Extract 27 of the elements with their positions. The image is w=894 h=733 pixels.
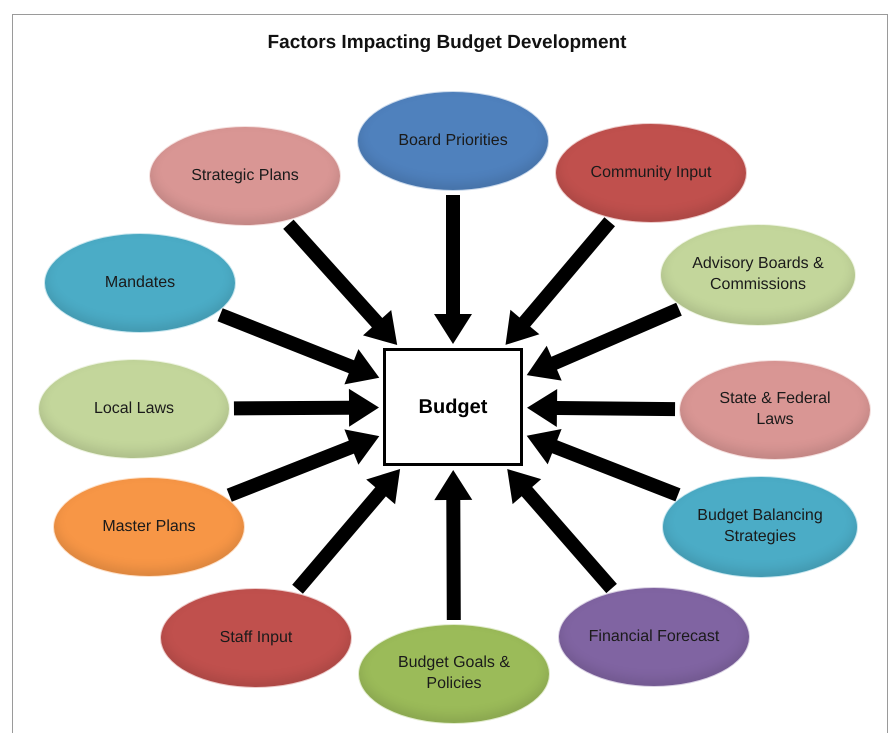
arrow — [527, 389, 676, 427]
node-label: Strategic Plans — [191, 166, 299, 186]
arrow — [526, 302, 682, 381]
node-label: State & Federal Laws — [718, 389, 832, 430]
node-label: Financial Forecast — [588, 626, 720, 647]
diagram-title: Factors Impacting Budget Development — [266, 32, 628, 54]
node-label: Staff Input — [220, 628, 292, 648]
node-label: Master Plans — [102, 516, 196, 537]
center-box — [383, 348, 523, 466]
node-label: Mandates — [104, 272, 176, 293]
arrow — [234, 388, 379, 427]
arrow — [218, 308, 380, 384]
node-label: Local Laws — [94, 398, 174, 419]
node-label: Advisory Boards & Commissions — [691, 254, 825, 295]
arrow — [226, 429, 380, 502]
arrow — [434, 470, 472, 620]
arrow — [506, 217, 615, 345]
arrow — [507, 469, 617, 594]
node-label: Budget — [418, 396, 488, 418]
node-label: Board Priorities — [398, 130, 508, 151]
arrow — [526, 429, 680, 502]
node-label: Budget Balancing Strategies — [696, 506, 824, 547]
arrow — [283, 220, 398, 345]
node-label: Community Input — [590, 162, 712, 183]
arrow — [292, 469, 400, 594]
node-label: Budget Goals & Policies — [396, 653, 512, 694]
arrow — [434, 195, 472, 344]
